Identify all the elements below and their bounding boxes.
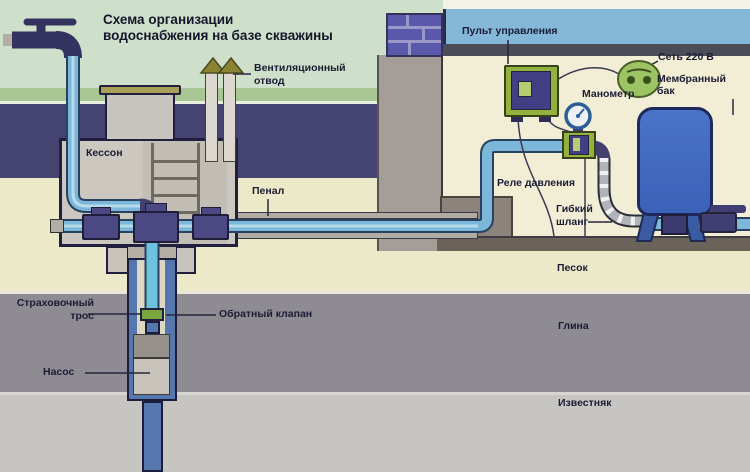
label-pump: Насос — [43, 366, 75, 378]
control-box — [504, 65, 559, 117]
label-clay: Глина — [558, 320, 589, 332]
ladder-rung — [151, 177, 200, 180]
grass-strip — [0, 88, 377, 104]
pipe-end-cap — [50, 219, 64, 233]
label-pressure-switch: Реле давления — [497, 177, 575, 189]
ladder-rung — [151, 194, 200, 197]
control-box-foot — [539, 117, 551, 122]
title-line2: водоснабжения на базе скважины — [103, 28, 333, 43]
label-control-panel: Пульт управления — [462, 25, 558, 37]
outdoor-tap — [3, 18, 82, 59]
title-line1: Схема организации — [103, 12, 234, 27]
control-box-display — [518, 81, 532, 97]
tee-valve — [82, 214, 120, 240]
mortar-line — [406, 15, 409, 26]
tank-bottom-fitting — [661, 214, 688, 235]
caisson-neck — [105, 92, 175, 141]
mortar-line — [388, 40, 441, 43]
label-safety-cable: Страховочный трос — [8, 297, 94, 323]
label-vent-line2: отвод — [254, 75, 285, 87]
label-limestone: Известняк — [558, 397, 612, 409]
pipe-riser-sheen — [71, 56, 140, 208]
label-hose: Гибкий шланг — [556, 203, 593, 229]
check-valve — [140, 308, 164, 321]
clay-layer — [0, 291, 750, 394]
membrane-tank — [637, 107, 713, 216]
caisson-lid — [99, 85, 181, 95]
flexible-hose — [597, 158, 646, 228]
borehole-pipe-lower — [142, 401, 163, 472]
pipe-coupling — [145, 321, 160, 334]
mortar-line — [388, 26, 441, 29]
tee-valve — [192, 214, 229, 240]
label-hose-line2: шланг — [556, 216, 588, 228]
pump-cap — [133, 334, 170, 358]
cable-to-socket — [556, 67, 620, 81]
label-tank-line2: бак — [657, 85, 675, 97]
label-check-valve: Обратный клапан — [219, 308, 313, 320]
tank-valve — [700, 212, 737, 233]
vent-cap — [199, 56, 227, 74]
label-conduit: Пенал — [252, 185, 285, 197]
label-power: Сеть 220 В — [658, 51, 714, 63]
label-vent: Вентиляционный отвод — [254, 62, 346, 88]
limestone-layer — [0, 392, 750, 472]
tank-valve-handle — [710, 205, 746, 213]
pressure-switch-display — [573, 138, 580, 151]
ladder-rail — [151, 143, 154, 232]
tee-valve-main — [133, 211, 179, 243]
ladder-rung — [151, 160, 200, 163]
label-tank-line1: Мембранный — [657, 73, 726, 85]
house-beam — [443, 44, 750, 56]
label-vent-line1: Вентиляционный — [254, 62, 346, 74]
label-safety-cable-line2: трос — [70, 310, 94, 322]
pump-body — [133, 358, 170, 395]
pressure-gauge — [564, 102, 592, 133]
control-box-foot — [511, 117, 523, 122]
diagram-title: Схема организации водоснабжения на базе … — [103, 12, 333, 44]
ladder-rail — [197, 143, 200, 232]
vent-cap — [217, 56, 245, 74]
mortar-line — [422, 29, 425, 40]
house-top-strip — [443, 0, 750, 9]
house-upper-wall — [443, 9, 750, 44]
label-hose-line1: Гибкий — [556, 203, 593, 215]
label-sand: Песок — [557, 262, 588, 274]
label-gauge: Манометр — [582, 88, 635, 100]
power-socket — [617, 60, 661, 98]
label-caisson: Кессон — [86, 147, 123, 159]
pipe-main — [52, 141, 567, 231]
cable-to-floor — [517, 116, 555, 237]
brick-pillar — [386, 13, 443, 57]
pressure-switch-box — [562, 131, 596, 159]
house-floor — [437, 236, 750, 251]
label-safety-cable-line1: Страховочный — [16, 297, 94, 309]
mortar-line — [408, 43, 411, 55]
label-tank: Мембранный бак — [657, 73, 726, 97]
